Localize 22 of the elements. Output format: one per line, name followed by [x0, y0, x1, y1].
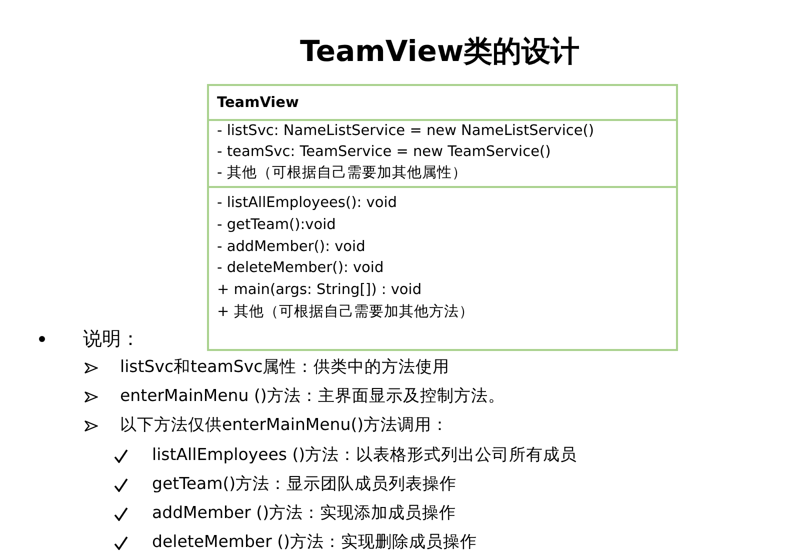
method-text: - addMember(): void [217, 238, 366, 257]
methods-box [207, 186, 678, 351]
list-item: enterMainMenu ()方法：主界面显示及控制方法。 [120, 385, 505, 407]
class-name-box [207, 84, 678, 121]
method-text: - listAllEmployees(): void [217, 194, 397, 213]
section-heading: 说明： [83, 327, 140, 352]
attribute-text: - 其他（可根据自己需要加其他属性） [217, 164, 467, 183]
title: TeamView类的设计 [300, 33, 580, 70]
attributes-box [207, 119, 678, 188]
list-item: 以下方法仅供enterMainMenu()方法调用： [120, 414, 449, 436]
class-name: TeamView [217, 94, 299, 113]
method-text: + main(args: String[]) : void [217, 281, 422, 300]
list-item: getTeam()方法：显示团队成员列表操作 [152, 473, 457, 495]
attribute-text: - listSvc: NameListService = new NameListService() [217, 122, 594, 141]
method-text: - getTeam():void [217, 216, 336, 235]
list-item: addMember ()方法：实现添加成员操作 [152, 502, 456, 524]
list-item: listSvc和teamSvc属性：供类中的方法使用 [120, 356, 450, 378]
method-text: + 其他（可根据自己需要加其他方法） [217, 302, 474, 322]
method-text: - deleteMember(): void [217, 259, 384, 278]
list-item: listAllEmployees ()方法：以表格形式列出公司所有成员 [152, 444, 578, 466]
attribute-text: - teamSvc: TeamService = new TeamService() [217, 143, 551, 162]
list-item: deleteMember ()方法：实现删除成员操作 [152, 531, 477, 553]
